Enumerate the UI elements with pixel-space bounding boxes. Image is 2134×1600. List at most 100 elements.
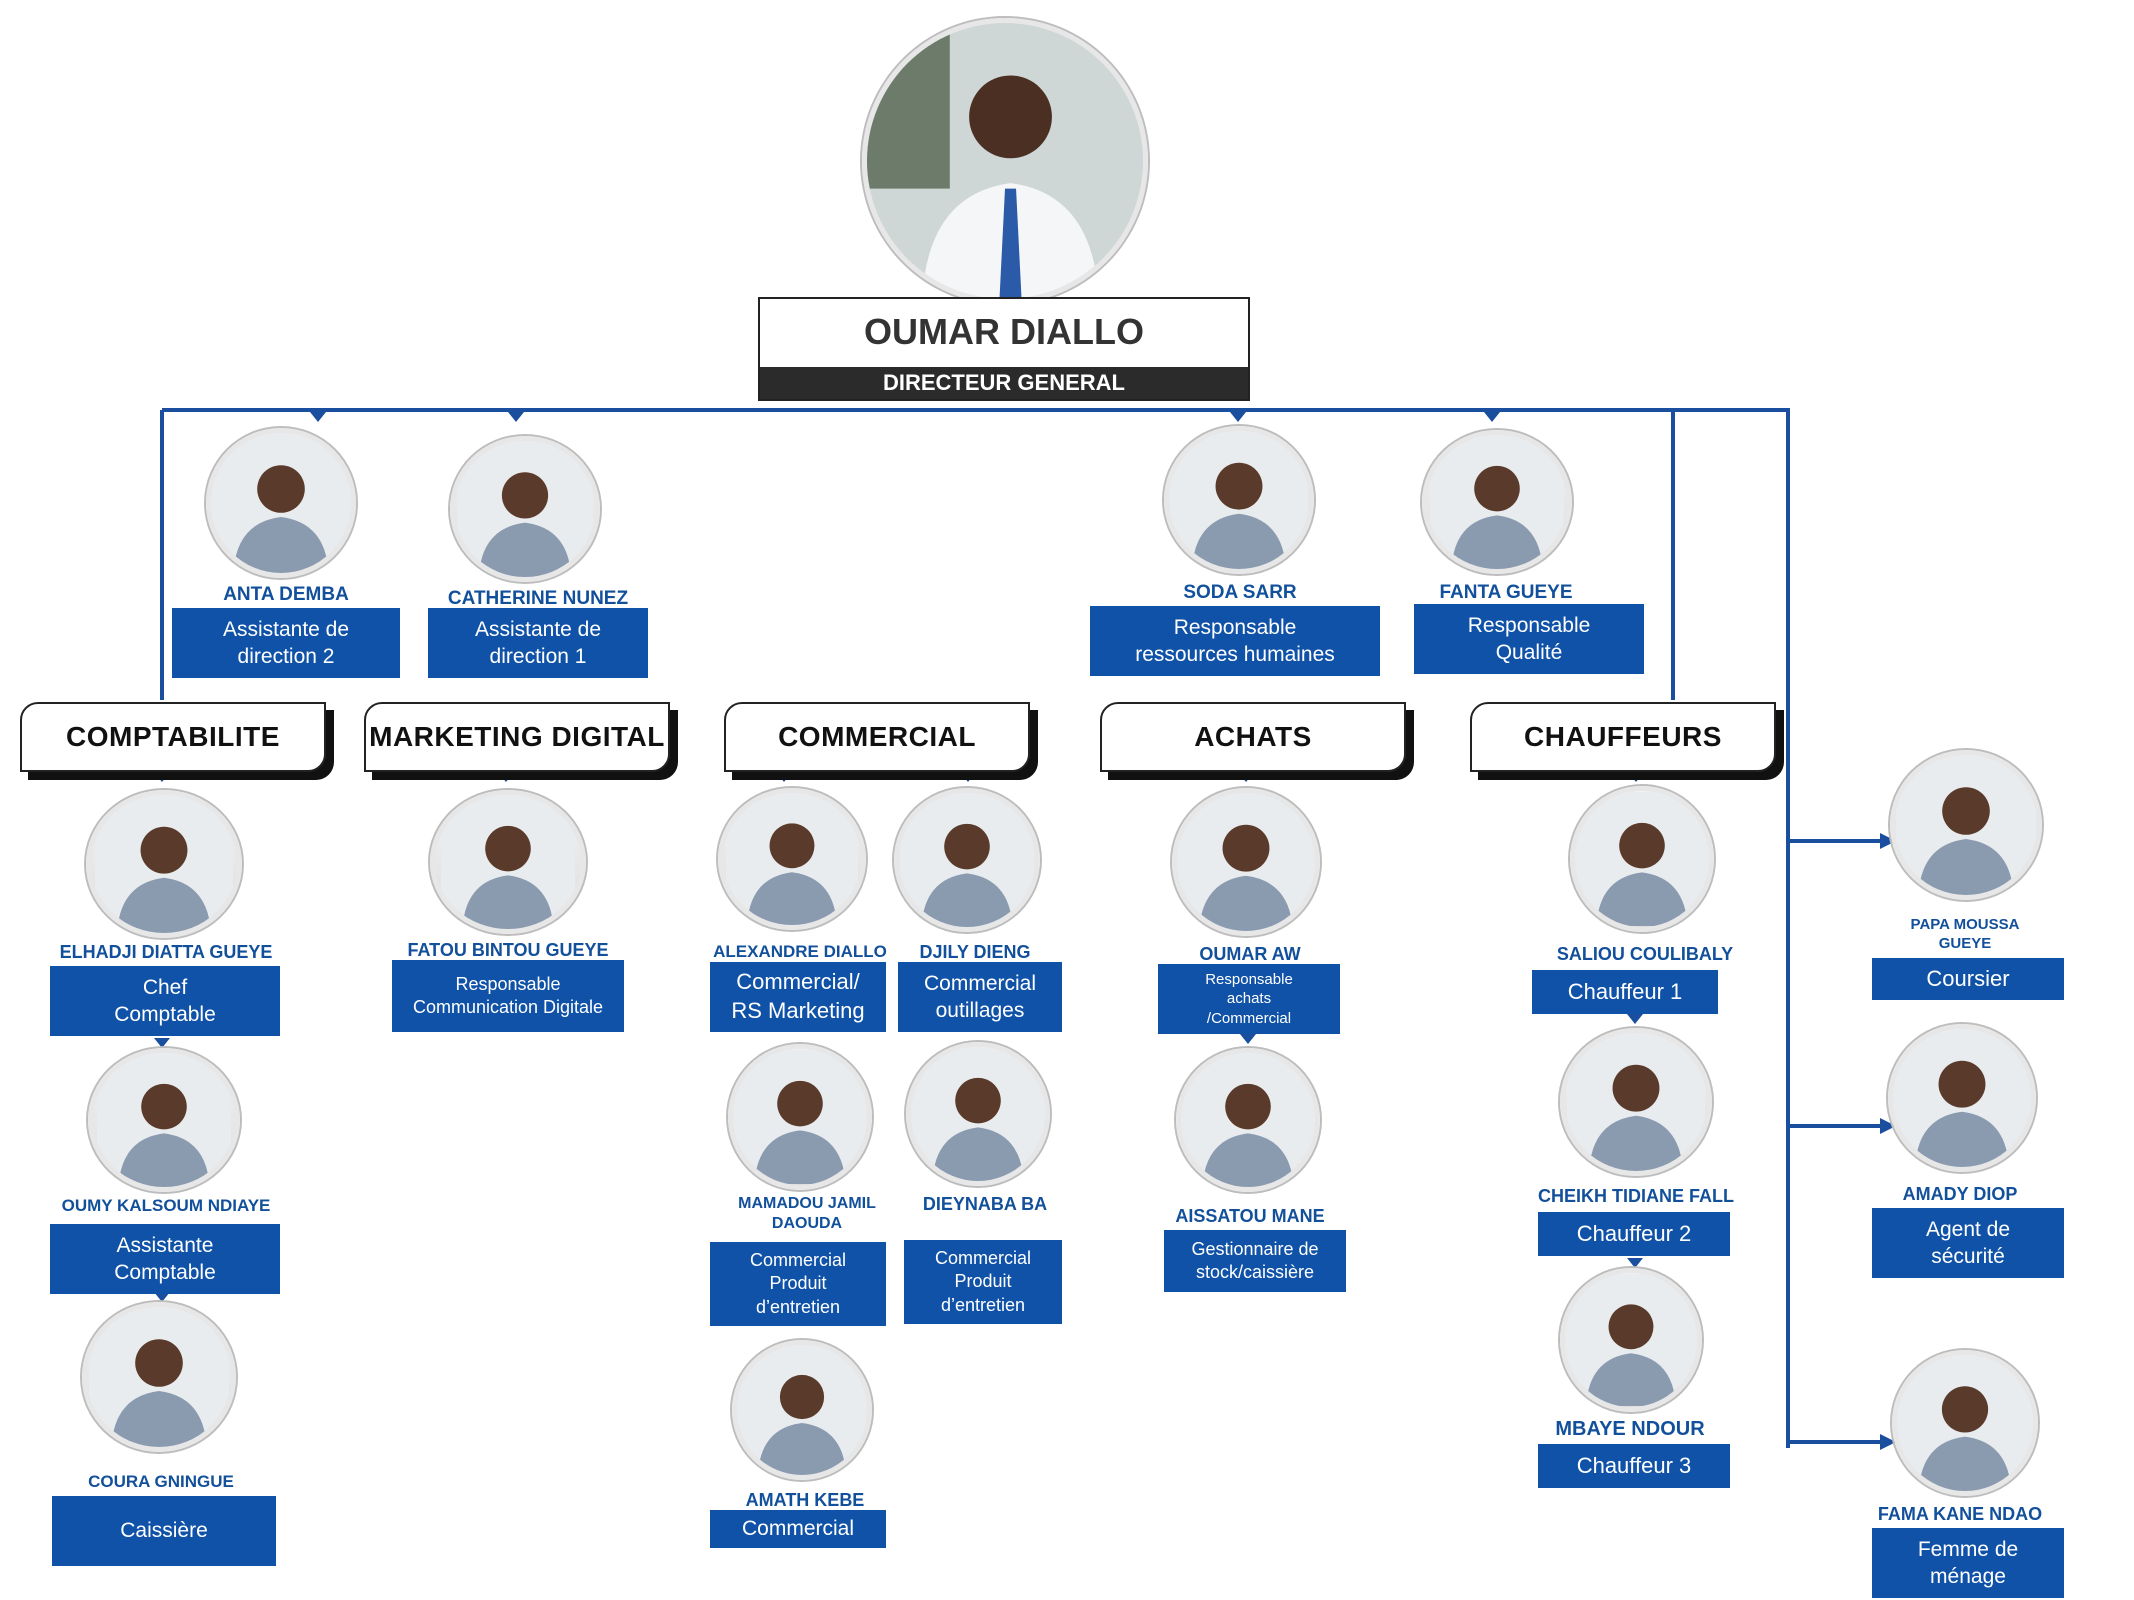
person-portrait-icon: [1896, 755, 2036, 895]
name-elhadji-diatta-gueye: ELHADJI DIATTA GUEYE: [59, 942, 273, 962]
person-portrait-icon: [211, 433, 351, 573]
photo-mamadou-jamil-daouda: [728, 1044, 872, 1190]
photo-fama-kane-ndao: [1892, 1350, 2038, 1496]
person-portrait-icon: [95, 795, 233, 933]
photo-aissatou-mane: [1176, 1048, 1320, 1192]
pointer-chauffeur-2: [1627, 1014, 1643, 1024]
role-anta-demba: Assistante de direction 2: [172, 608, 400, 678]
photo-papa-moussa-gueye: [1890, 750, 2042, 900]
dept-commercial: COMMERCIAL: [724, 702, 1030, 772]
person-portrait-icon: [867, 23, 1143, 299]
person-portrait-icon: [441, 795, 575, 929]
name-fama-kane-ndao: FAMA KANE NDAO: [1877, 1504, 2043, 1524]
photo-oumar-aw: [1172, 788, 1320, 936]
role-commercial-produit-entretien-1: Commercial Produit d’entretien: [710, 1242, 886, 1326]
role-fanta-gueye: Responsable Qualité: [1414, 604, 1644, 674]
photo-elhadji-diatta-gueye: [86, 790, 242, 938]
person-portrait-icon: [1565, 1274, 1697, 1406]
role-chef-comptable: Chef Comptable: [50, 966, 280, 1036]
photo-catherine-nunez: [450, 436, 600, 582]
pointer-comptabilite: [154, 772, 170, 782]
role-assistante-comptable: Assistante Comptable: [50, 1224, 280, 1294]
pointer-compta-3: [154, 1292, 170, 1302]
arrow-head-menage: [1880, 1434, 1896, 1450]
dept-comptabilite: COMPTABILITE: [20, 702, 326, 772]
photo-amath-kebe: [732, 1340, 872, 1480]
pointer-chauffeurs: [1628, 772, 1644, 782]
director-title-bar: DIRECTEUR GENERAL: [760, 367, 1248, 399]
name-saliou-coulibaly: SALIOU COULIBALY: [1556, 944, 1734, 964]
name-mbaye-ndour: MBAYE NDOUR: [1555, 1418, 1705, 1440]
name-fatou-bintou-gueye: FATOU BINTOU GUEYE: [407, 940, 609, 960]
role-agent-securite: Agent de sécurité: [1872, 1208, 2064, 1278]
person-portrait-icon: [1430, 435, 1564, 569]
photo-fatou-bintou-gueye: [430, 790, 586, 934]
director-name: OUMAR DIALLO: [864, 311, 1144, 352]
role-communication-digitale: Responsable Communication Digitale: [392, 960, 624, 1032]
role-gestionnaire-stock: Gestionnaire de stock/caissière: [1164, 1230, 1346, 1292]
role-chauffeur-1: Chauffeur 1: [1532, 970, 1718, 1014]
name-amady-diop: AMADY DIOP: [1902, 1184, 2018, 1204]
role-soda-sarr: Responsable ressources humaines: [1090, 606, 1380, 676]
name-oumar-aw: OUMAR AW: [1199, 944, 1301, 964]
person-portrait-icon: [911, 1047, 1045, 1181]
role-commercial-outillages: Commercial outillages: [898, 962, 1062, 1032]
photo-coura-gningue: [82, 1302, 236, 1452]
role-chauffeur-2: Chauffeur 2: [1538, 1212, 1730, 1256]
role-caissiere: Caissière: [52, 1496, 276, 1566]
role-commercial-rs-marketing: Commercial/ RS Marketing: [710, 962, 886, 1032]
role-commercial-produit-entretien-2: Commercial Produit d’entretien: [904, 1240, 1062, 1324]
photo-amady-diop: [1888, 1024, 2036, 1172]
pointer-catherine: [508, 412, 524, 422]
photo-fanta-gueye: [1422, 430, 1572, 574]
name-papa-moussa-gueye: PAPA MOUSSA GUEYE: [1910, 916, 2020, 952]
name-dieynaba-ba: DIEYNABA BA: [922, 1194, 1048, 1214]
name-djily-dieng: DJILY DIENG: [919, 942, 1031, 962]
photo-djily-dieng: [894, 788, 1040, 932]
photo-cheikh-tidiane-fall: [1560, 1028, 1712, 1176]
person-portrait-icon: [457, 441, 593, 577]
photo-dieynaba-ba: [906, 1042, 1050, 1186]
pointer-compta-2: [154, 1038, 170, 1048]
dept-achats: ACHATS: [1100, 702, 1406, 772]
pointer-commercial-1: [776, 772, 792, 782]
person-portrait-icon: [733, 1050, 867, 1184]
role-chauffeur-3: Chauffeur 3: [1538, 1444, 1730, 1488]
name-coura-gningue: COURA GNINGUE: [88, 1472, 234, 1491]
name-anta-demba: ANTA DEMBA: [223, 584, 349, 605]
pointer-commercial-2: [960, 772, 976, 782]
photo-soda-sarr: [1164, 426, 1314, 574]
director-card: OUMAR DIALLO DIRECTEUR GENERAL: [758, 297, 1250, 401]
role-catherine-nunez: Assistante de direction 1: [428, 608, 648, 678]
name-cheikh-tidiane-fall: CHEIKH TIDIANE FALL: [1538, 1186, 1734, 1206]
photo-alexandre-diallo: [718, 788, 866, 930]
arrow-head-coursier: [1880, 833, 1896, 849]
person-portrait-icon: [1567, 1033, 1705, 1171]
role-commercial: Commercial: [710, 1510, 886, 1548]
pointer-achats: [1238, 772, 1254, 782]
person-portrait-icon: [1170, 431, 1308, 569]
dept-marketing-digital: MARKETING DIGITAL: [364, 702, 670, 772]
director-photo: [862, 18, 1148, 304]
pointer-soda: [1230, 412, 1246, 422]
person-portrait-icon: [737, 1345, 867, 1475]
person-portrait-icon: [1575, 792, 1709, 926]
role-responsable-achats: Responsable achats /Commercial: [1158, 964, 1340, 1034]
name-oumy-kalsoum-ndiaye: OUMY KALSOUM NDIAYE: [61, 1196, 271, 1215]
person-portrait-icon: [1897, 1355, 2033, 1491]
pointer-marketing: [498, 772, 514, 782]
person-portrait-icon: [89, 1307, 229, 1447]
pointer-achats-2: [1240, 1034, 1256, 1044]
person-portrait-icon: [97, 1053, 231, 1187]
pointer-anta: [310, 412, 326, 422]
person-portrait-icon: [1181, 1053, 1315, 1187]
person-portrait-icon: [1177, 793, 1315, 931]
role-femme-menage: Femme de ménage: [1872, 1528, 2064, 1598]
name-catherine-nunez: CATHERINE NUNEZ: [447, 588, 629, 609]
name-mamadou-jamil-daouda: MAMADOU JAMIL DAOUDA: [738, 1195, 876, 1232]
person-portrait-icon: [900, 793, 1034, 927]
name-soda-sarr: SODA SARR: [1183, 582, 1297, 603]
pointer-fanta: [1484, 412, 1500, 422]
name-alexandre-diallo: ALEXANDRE DIALLO: [713, 942, 887, 961]
